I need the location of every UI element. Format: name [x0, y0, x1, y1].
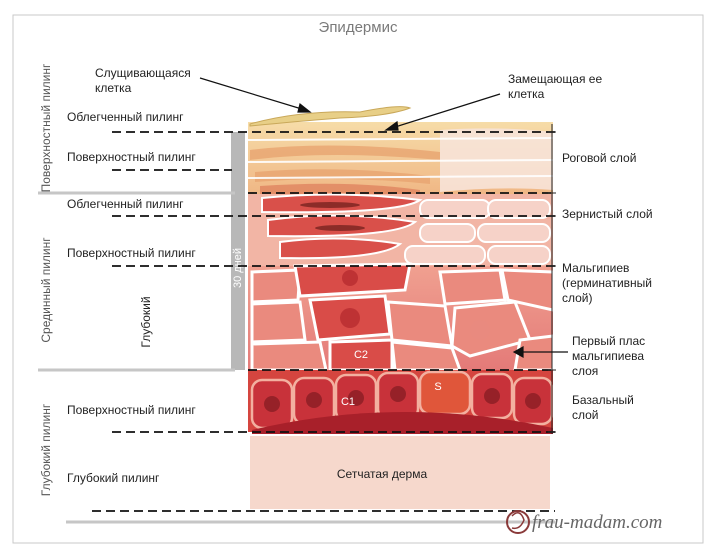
basal-layer-label-2: слой	[572, 408, 599, 422]
deep-inner-label: Глубокий	[139, 296, 153, 347]
layer-malpighian-label-1: Мальгипиев	[562, 261, 629, 275]
layer-granular-label: Зернистый слой	[562, 207, 653, 221]
flaking-cell-label-1: Слущивающаяся	[95, 66, 191, 80]
first-layer-label-3: слоя	[572, 364, 598, 378]
light-peel-label-2: Облегченный пилинг	[67, 197, 184, 211]
depth-lines	[92, 131, 555, 512]
axis-deep-peeling: Глубокий пилинг	[39, 403, 53, 496]
replacing-cell-label-2: клетка	[508, 87, 545, 101]
watermark-logo: frau-madam.com	[506, 510, 662, 534]
deep-peel-label: Глубокий пилинг	[67, 471, 160, 485]
layer-corneum-label: Роговой слой	[562, 151, 636, 165]
figure-frame	[12, 14, 704, 544]
tissue-section	[248, 122, 553, 434]
first-layer-label-2: мальгипиева	[572, 349, 644, 363]
cell-mark-c2: C2	[354, 349, 368, 361]
watermark-text: frau-madam.com	[532, 512, 662, 533]
basal-layer-label-1: Базальный	[572, 393, 634, 407]
flaking-cell	[249, 106, 412, 127]
axis-medium-peeling: Срединный пилинг	[39, 237, 53, 343]
superficial-peel-label-1: Поверхностный пилинг	[67, 150, 196, 164]
layer-malpighian-label-3: слой)	[562, 291, 593, 305]
time-bar-label: 30 дней	[232, 248, 244, 288]
layer-malpighian-label-2: (герминативный	[562, 276, 652, 290]
figure-title: Эпидермис	[319, 19, 398, 36]
callout-arrows	[199, 77, 568, 359]
superficial-peel-label-2: Поверхностный пилинг	[67, 246, 196, 260]
right-brackets	[548, 124, 556, 434]
basement-membrane	[252, 411, 553, 434]
light-peel-label-1: Облегченный пилинг	[67, 110, 184, 124]
superficial-peel-label-3: Поверхностный пилинг	[67, 403, 196, 417]
left-separators	[38, 191, 555, 524]
cell-mark-s: S	[434, 381, 441, 393]
dermis-label: Сетчатая дерма	[337, 467, 428, 481]
flaking-cell-label-2: клетка	[95, 81, 132, 95]
cell-mark-c1: C1	[341, 396, 355, 408]
replacing-cell-label-1: Замещающая ее	[508, 72, 602, 86]
axis-superficial-peeling: Поверхностный пилинг	[39, 63, 53, 192]
reticular-dermis	[250, 436, 550, 509]
first-layer-label-1: Первый плас	[572, 334, 645, 348]
